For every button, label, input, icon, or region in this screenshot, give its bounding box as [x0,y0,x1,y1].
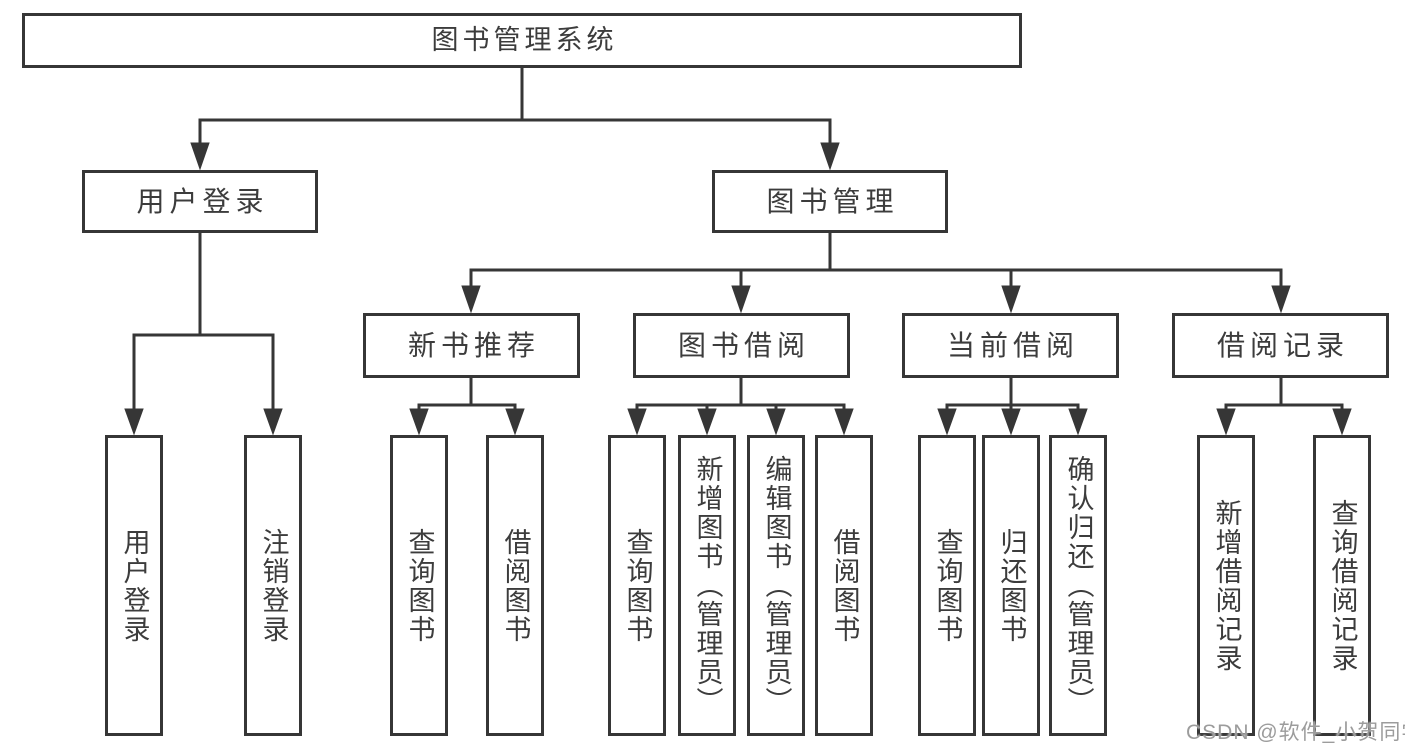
leaf-query-books-recommend: 查询图书 [390,435,448,736]
node-label: 用户登录 [119,527,150,644]
node-label: 注销登录 [258,527,289,644]
leaf-confirm-return-admin: 确认归还（管理员） [1049,435,1107,736]
node-label: 查询借阅记录 [1327,498,1358,673]
leaf-borrow-books: 借阅图书 [815,435,873,736]
node-label: 借阅图书 [500,527,531,644]
node-label: 新增图书（管理员） [692,455,723,716]
node-label: 借阅图书 [829,527,860,644]
node-label: 图书管理系统 [431,25,618,55]
leaf-edit-books-admin: 编辑图书（管理员） [747,435,805,736]
leaf-query-books-current: 查询图书 [918,435,976,736]
leaf-add-borrow-record: 新增借阅记录 [1197,435,1255,736]
node-label: 查询图书 [932,527,963,644]
leaf-return-books: 归还图书 [982,435,1040,736]
node-label: 图书管理 [766,185,899,217]
node-book-borrow: 图书借阅 [633,313,850,378]
node-label: 查询图书 [404,527,435,644]
node-label: 新书推荐 [407,329,540,361]
node-label: 图书借阅 [677,329,810,361]
node-label: 归还图书 [996,527,1027,644]
node-label: 新增借阅记录 [1211,498,1242,673]
leaf-logout: 注销登录 [244,435,302,736]
node-label: 用户登录 [136,185,269,217]
node-new-book-recommend: 新书推荐 [363,313,580,378]
leaf-add-books-admin: 新增图书（管理员） [678,435,736,736]
node-borrow-records: 借阅记录 [1172,313,1389,378]
node-current-borrow: 当前借阅 [902,313,1119,378]
leaf-borrow-books-recommend: 借阅图书 [486,435,544,736]
node-label: 确认归还（管理员） [1063,455,1094,716]
leaf-query-books: 查询图书 [608,435,666,736]
node-label: 查询图书 [622,527,653,644]
node-user-login: 用户登录 [82,170,318,233]
node-label: 借阅记录 [1216,329,1349,361]
csdn-watermark: CSDN @软件_小贺同学 [1186,721,1405,744]
leaf-user-login: 用户登录 [105,435,163,736]
leaf-query-borrow-record: 查询借阅记录 [1313,435,1371,736]
node-book-management: 图书管理 [712,170,948,233]
node-label: 编辑图书（管理员） [761,455,792,716]
node-root-system: 图书管理系统 [22,13,1022,68]
node-label: 当前借阅 [946,329,1079,361]
